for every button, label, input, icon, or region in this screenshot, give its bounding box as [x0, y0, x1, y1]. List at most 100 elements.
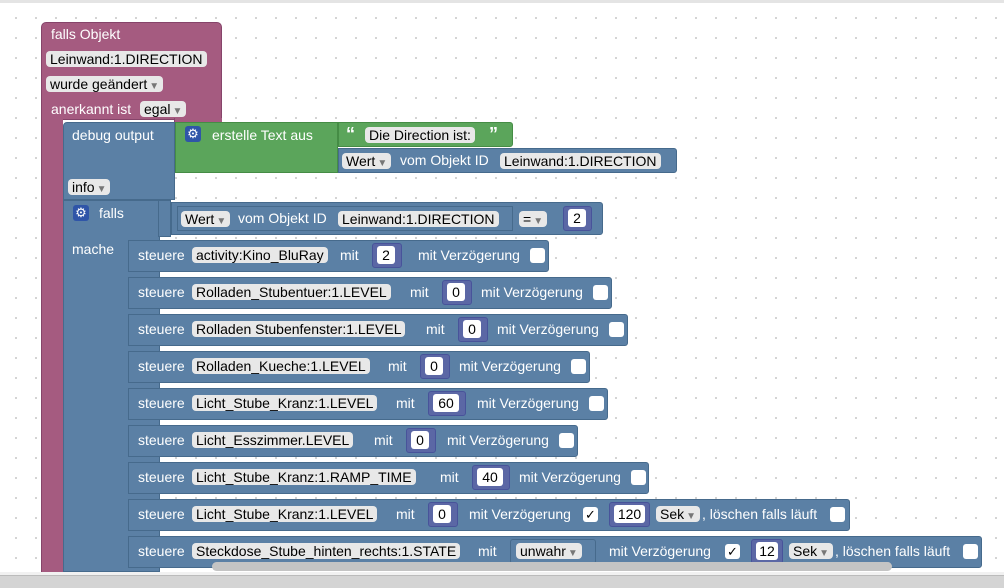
checkbox-icon[interactable] [571, 359, 586, 374]
control-action-label: steuere [138, 469, 185, 485]
chevron-down-icon: ▼ [172, 106, 183, 117]
delay-label: mit Verzögerung [497, 321, 599, 337]
control-target-field[interactable]: Licht_Stube_Kranz:1.LEVEL [192, 506, 378, 522]
condition-number-field[interactable]: 2 [568, 209, 586, 227]
bottom-bar [0, 575, 1004, 588]
condition-object-field[interactable]: Leinwand:1.DIRECTION [338, 211, 499, 227]
trigger-change-dropdown[interactable]: wurde geändert▼ [46, 76, 164, 92]
trigger-ack-dropdown[interactable]: egal▼ [140, 101, 187, 117]
control-action-label: steuere [138, 358, 185, 374]
if-condition-bar [158, 200, 171, 237]
value-field[interactable]: 60 [433, 394, 459, 412]
trigger-ack-value: egal [144, 101, 171, 117]
control-with-label: mit [374, 432, 393, 448]
value-field[interactable]: 0 [425, 357, 443, 375]
debug-output-label: debug output [72, 127, 154, 143]
do-label: mache [72, 241, 115, 257]
control-with-label: mit [340, 247, 359, 263]
control-target-field[interactable]: Rolladen_Kueche:1.LEVEL [192, 358, 370, 374]
chevron-down-icon: ▼ [377, 158, 388, 169]
trigger-block[interactable] [41, 22, 222, 120]
control-target-field[interactable]: activity:Kino_BluRay [192, 247, 328, 263]
value-mode-label: Wert [346, 153, 376, 169]
delay-label: mit Verzögerung [469, 506, 571, 522]
checkbox-icon[interactable]: ✓ [725, 544, 740, 559]
chevron-down-icon: ▼ [216, 216, 227, 227]
operator-label: = [523, 211, 532, 227]
condition-mode-dropdown[interactable]: Wert▼ [181, 211, 231, 227]
create-text-label: erstelle Text aus [212, 127, 313, 143]
operator-dropdown[interactable]: =▼ [519, 211, 548, 227]
control-target-field[interactable]: Licht_Stube_Kranz:1.RAMP_TIME [192, 469, 416, 485]
unit-label: Sek [793, 543, 818, 559]
value-mode-dropdown[interactable]: Wert▼ [342, 153, 392, 169]
control-action-label: steuere [138, 284, 185, 300]
checkbox-icon[interactable] [609, 322, 624, 337]
control-with-label: mit [410, 284, 429, 300]
debug-level-value: info [72, 179, 95, 195]
gear-icon[interactable]: ⚙ [73, 205, 89, 221]
control-with-label: mit [396, 395, 415, 411]
delay-label: mit Verzögerung [481, 284, 583, 300]
value-object-field[interactable]: Leinwand:1.DIRECTION [500, 153, 661, 169]
debug-level-dropdown[interactable]: info▼ [68, 179, 111, 195]
close-quote-icon: ” [489, 124, 498, 144]
control-action-label: steuere [138, 543, 185, 559]
delay-value-field[interactable]: 120 [614, 505, 645, 523]
value-field[interactable]: 0 [447, 283, 465, 301]
unit-label: Sek [660, 506, 685, 522]
delay-label: mit Verzögerung [447, 432, 549, 448]
checkbox-icon[interactable]: ✓ [583, 507, 598, 522]
trigger-object-field[interactable]: Leinwand:1.DIRECTION [46, 51, 207, 67]
chevron-down-icon: ▼ [567, 548, 578, 559]
value-field[interactable]: 0 [411, 431, 429, 449]
value-field[interactable]: 2 [377, 246, 395, 264]
condition-from-label: vom Objekt ID [238, 210, 327, 226]
control-with-label: mit [426, 321, 445, 337]
unit-dropdown[interactable]: Sek▼ [789, 543, 834, 559]
canvas-top-border [0, 0, 1004, 3]
horizontal-scrollbar[interactable] [212, 562, 892, 571]
checkbox-icon[interactable] [631, 470, 646, 485]
control-target-field[interactable]: Rolladen Stubenfenster:1.LEVEL [192, 321, 406, 337]
control-target-field[interactable]: Steckdose_Stube_hinten_rechts:1.STATE [192, 543, 461, 559]
trigger-block-spine-right [174, 118, 222, 124]
debug-text-field[interactable]: Die Direction ist: [365, 127, 475, 143]
trigger-block-spine [41, 118, 63, 572]
value-field[interactable]: 0 [433, 505, 451, 523]
checkbox-icon[interactable] [593, 285, 608, 300]
value-dropdown-label: unwahr [520, 543, 566, 559]
value-from-label: vom Objekt ID [400, 152, 489, 168]
open-quote-icon: “ [346, 124, 355, 144]
control-target-field[interactable]: Licht_Stube_Kranz:1.LEVEL [192, 395, 378, 411]
delay-label: mit Verzögerung [418, 247, 520, 263]
checkbox-icon[interactable] [963, 544, 978, 559]
value-dropdown[interactable]: unwahr▼ [516, 543, 582, 559]
chevron-down-icon: ▼ [96, 184, 107, 195]
chevron-down-icon: ▼ [533, 216, 544, 227]
control-action-label: steuere [138, 247, 185, 263]
control-with-label: mit [388, 358, 407, 374]
checkbox-icon[interactable] [830, 507, 845, 522]
chevron-down-icon: ▼ [686, 511, 697, 522]
create-text-block[interactable] [175, 122, 338, 173]
control-with-label: mit [396, 506, 415, 522]
chevron-down-icon: ▼ [819, 548, 830, 559]
value-field[interactable]: 40 [477, 468, 503, 486]
control-with-label: mit [440, 469, 459, 485]
delay-label: mit Verzögerung [477, 395, 579, 411]
value-field[interactable]: 0 [463, 320, 481, 338]
checkbox-icon[interactable] [589, 396, 604, 411]
control-target-field[interactable]: Licht_Esszimmer.LEVEL [192, 432, 354, 448]
if-label: falls [99, 205, 124, 221]
gear-icon[interactable]: ⚙ [185, 126, 201, 142]
trigger-ack-label: anerkannt ist [51, 101, 132, 117]
checkbox-icon[interactable] [530, 248, 545, 263]
control-action-label: steuere [138, 395, 185, 411]
checkbox-icon[interactable] [559, 433, 574, 448]
delay-value-field[interactable]: 12 [756, 542, 778, 560]
control-action-label: steuere [138, 506, 185, 522]
unit-dropdown[interactable]: Sek▼ [656, 506, 701, 522]
control-target-field[interactable]: Rolladen_Stubentuer:1.LEVEL [192, 284, 391, 300]
clear-if-running-label: , löschen falls läuft [702, 506, 818, 522]
